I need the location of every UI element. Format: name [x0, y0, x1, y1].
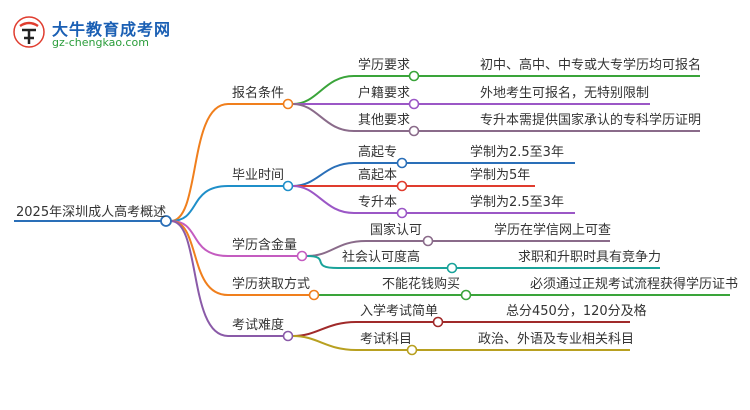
child-connector-1-0	[292, 162, 355, 187]
branch-node-1	[282, 180, 294, 192]
root-node-label: 2025年深圳成人高考概述	[16, 205, 167, 220]
branch-label-2: 学历含金量	[232, 238, 298, 253]
child-node-1-2	[396, 207, 408, 219]
child-node-1-1	[396, 180, 408, 192]
child-connector-0-0	[292, 75, 355, 105]
child-label-2-0: 国家认可	[370, 223, 423, 238]
detail-label-1-2: 学制为2.5至3年	[470, 195, 564, 210]
detail-label-0-2: 专升本需提供国家承认的专科学历证明	[480, 113, 702, 128]
site-logo-url: gz-chengkao.com	[52, 36, 149, 49]
root-node	[160, 215, 172, 227]
detail-label-0-0: 初中、高中、中专或大专学历均可报名	[480, 58, 702, 73]
detail-label-2-0: 学历在学信网上可查	[494, 223, 612, 238]
branch-label-3: 学历获取方式	[232, 277, 311, 292]
branch-node-0	[282, 98, 294, 110]
child-label-0-0: 学历要求	[358, 58, 411, 73]
child-node-2-1	[446, 262, 458, 274]
child-node-3-0	[460, 289, 472, 301]
detail-label-0-1: 外地考生可报名，无特别限制	[480, 86, 650, 101]
child-label-4-0: 入学考试简单	[360, 304, 439, 319]
branch-label-0: 报名条件	[232, 86, 285, 101]
child-node-0-1	[408, 98, 420, 110]
child-label-1-0: 高起专	[358, 145, 398, 160]
child-label-1-2: 专升本	[358, 195, 398, 210]
branch-label-1: 毕业时间	[232, 168, 285, 183]
branch-connector-4	[170, 220, 229, 337]
detail-label-2-1: 求职和升职时具有竞争力	[518, 250, 662, 265]
child-label-3-0: 不能花钱购买	[382, 277, 461, 292]
child-label-4-1: 考试科目	[360, 332, 413, 347]
branch-label-4: 考试难度	[232, 318, 285, 333]
child-node-0-0	[408, 70, 420, 82]
branch-node-2	[296, 250, 308, 262]
bull-logo-icon	[13, 16, 45, 48]
branch-connector-3	[170, 220, 229, 296]
site-logo[interactable]: 大牛教育成考网 gz-chengkao.com	[12, 14, 212, 54]
child-connector-1-2	[292, 185, 355, 214]
child-connector-4-0	[292, 321, 357, 337]
child-node-4-1	[406, 344, 418, 356]
child-node-1-0	[396, 157, 408, 169]
branch-connector-0	[170, 103, 229, 222]
child-connector-0-2	[292, 103, 355, 132]
branch-node-4	[282, 330, 294, 342]
child-node-0-2	[408, 125, 420, 137]
detail-label-4-0: 总分450分，120分及格	[506, 304, 647, 319]
detail-label-3-0: 必须通过正规考试流程获得学历证书	[530, 277, 739, 292]
child-label-0-2: 其他要求	[358, 113, 411, 128]
child-node-2-0	[422, 235, 434, 247]
detail-label-4-1: 政治、外语及专业相关科目	[478, 332, 635, 347]
branch-node-3	[308, 289, 320, 301]
child-connector-4-1	[292, 335, 357, 351]
child-connector-2-1	[306, 255, 339, 269]
child-label-2-1: 社会认可度高	[342, 250, 421, 265]
child-label-1-1: 高起本	[358, 168, 398, 183]
child-node-4-0	[432, 316, 444, 328]
child-label-0-1: 户籍要求	[358, 86, 411, 101]
detail-label-1-0: 学制为2.5至3年	[470, 145, 564, 160]
branch-connector-1	[170, 185, 229, 222]
site-logo-title: 大牛教育成考网	[52, 20, 172, 39]
detail-label-1-1: 学制为5年	[470, 168, 531, 183]
